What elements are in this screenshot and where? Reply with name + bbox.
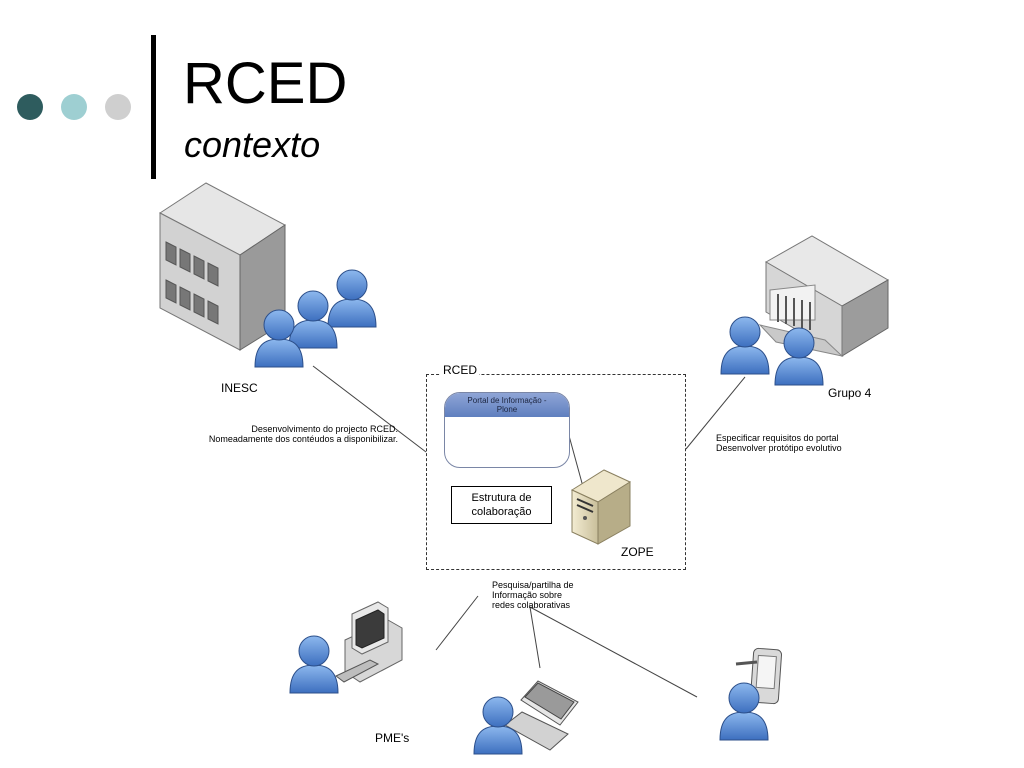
slide-title: RCED bbox=[183, 51, 348, 116]
pme-description: Pesquisa/partilha de Informação sobre re… bbox=[492, 580, 574, 610]
pme-label: PME's bbox=[375, 731, 410, 745]
colab-line1: Estrutura de bbox=[471, 492, 532, 504]
grupo-desc-line2: Desenvolver protótipo evolutivo bbox=[716, 443, 842, 453]
portal-header: Portal de Informação - Plone bbox=[445, 393, 569, 417]
inesc-desc-line2: Nomeadamente dos contéudos a disponibili… bbox=[208, 434, 398, 444]
grupo-desc-line1: Especificar requisitos do portal bbox=[716, 433, 839, 443]
server-tower-icon bbox=[570, 469, 632, 545]
portal-title-line1: Portal de Informação - bbox=[467, 396, 547, 405]
grupo-label: Grupo 4 bbox=[828, 386, 872, 400]
bullet-dot-dark bbox=[17, 94, 43, 120]
collaboration-component: Estrutura de colaboração bbox=[451, 486, 552, 524]
rced-label: RCED bbox=[441, 363, 480, 377]
inesc-description: Desenvolvimento do projecto RCED. Nomead… bbox=[190, 424, 398, 444]
colab-line2: colaboração bbox=[471, 506, 532, 518]
government-building-icon bbox=[758, 235, 890, 357]
bullet-dot-light bbox=[61, 94, 87, 120]
slide-subtitle: contexto bbox=[184, 124, 321, 165]
zope-label: ZOPE bbox=[621, 545, 654, 559]
laptop-icon bbox=[504, 680, 579, 751]
inesc-label: INESC bbox=[221, 381, 258, 395]
pme-desc-line3: redes colaborativas bbox=[492, 600, 571, 610]
desktop-computer-icon bbox=[335, 601, 403, 683]
portal-component: Portal de Informação - Plone bbox=[444, 392, 570, 468]
grupo-description: Especificar requisitos do portal Desenvo… bbox=[716, 433, 842, 453]
pda-icon bbox=[735, 647, 783, 705]
title-divider bbox=[151, 35, 156, 179]
pme-desktop-user-icon bbox=[289, 635, 339, 694]
pme-desc-line2: Informação sobre bbox=[492, 590, 563, 600]
office-building-icon bbox=[159, 182, 286, 351]
portal-title-line2: Plone bbox=[496, 405, 518, 414]
bullet-dot-grey bbox=[105, 94, 131, 120]
pme-desc-line1: Pesquisa/partilha de bbox=[492, 580, 574, 590]
rced-boundary bbox=[426, 374, 686, 570]
inesc-desc-line1: Desenvolvimento do projecto RCED. bbox=[251, 424, 398, 434]
